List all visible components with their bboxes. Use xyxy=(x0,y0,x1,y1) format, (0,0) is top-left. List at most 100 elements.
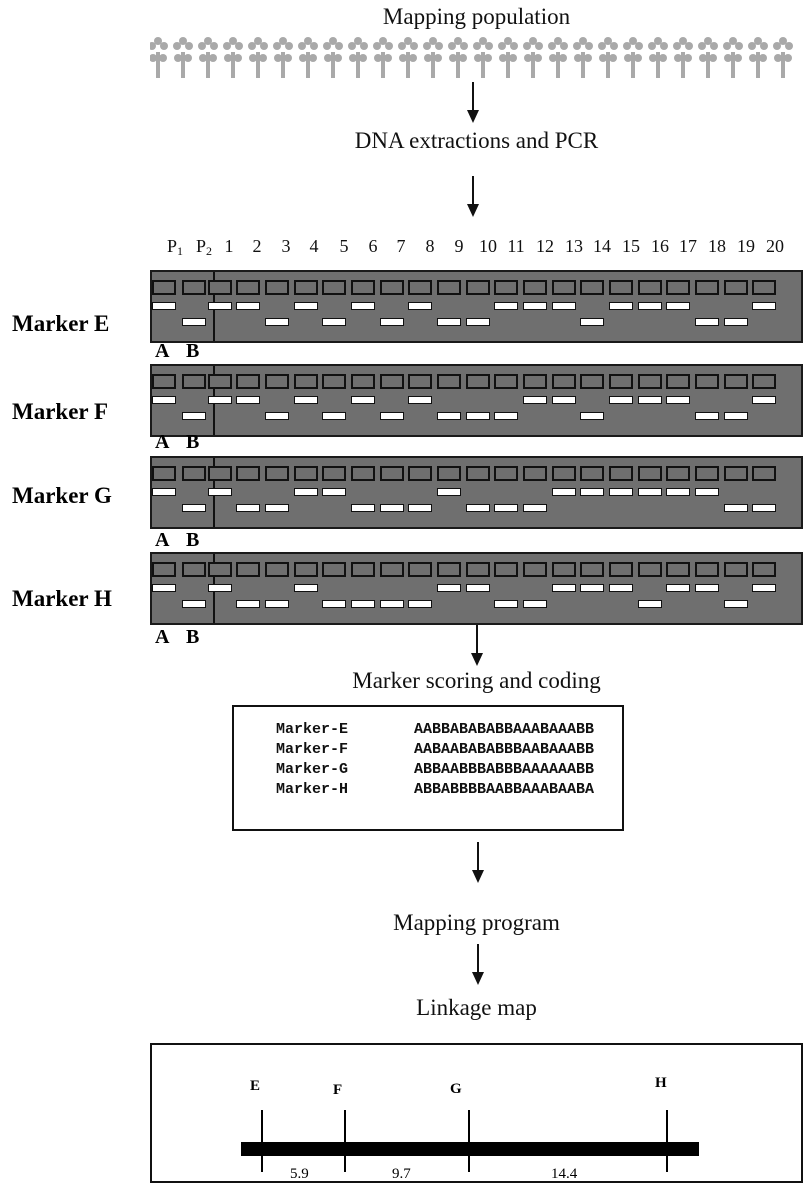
gel-well xyxy=(580,466,604,481)
marker-tick-f xyxy=(344,1110,346,1172)
gel-band xyxy=(466,318,490,326)
gel-well xyxy=(294,466,318,481)
lane-number: 3 xyxy=(281,236,291,256)
arrow-down-icon xyxy=(467,82,479,123)
gel-band xyxy=(265,600,289,608)
gel-well xyxy=(182,466,206,481)
plant-icon xyxy=(448,37,468,78)
gel-band xyxy=(724,600,748,608)
plant-icon xyxy=(523,37,543,78)
gel-band xyxy=(437,318,461,326)
plant-icon xyxy=(298,37,318,78)
plant-icon xyxy=(548,37,568,78)
gel-well xyxy=(552,374,576,389)
gel-band xyxy=(494,600,518,608)
plant-icon xyxy=(498,37,518,78)
gel-well xyxy=(182,374,206,389)
gel-band xyxy=(437,488,461,496)
step-linkage-map: Linkage map xyxy=(416,995,537,1020)
gel-band xyxy=(322,318,346,326)
gel-well xyxy=(523,562,547,577)
arrow-down-icon xyxy=(472,944,484,985)
gel-well xyxy=(609,466,633,481)
gel-marker-e xyxy=(150,270,803,343)
gel-band xyxy=(265,318,289,326)
gel-well xyxy=(437,374,461,389)
plant-icon xyxy=(198,37,218,78)
gel-well xyxy=(638,280,662,295)
gel-well xyxy=(609,374,633,389)
gel-band xyxy=(695,412,719,420)
plant-icon xyxy=(323,37,343,78)
gel-well xyxy=(294,374,318,389)
gel-band xyxy=(552,396,576,404)
gel-well xyxy=(552,562,576,577)
gel-well xyxy=(666,374,690,389)
gel-band xyxy=(466,412,490,420)
gel-well xyxy=(408,466,432,481)
gel-band xyxy=(208,302,232,310)
gel-well xyxy=(523,466,547,481)
arrow-down-icon xyxy=(467,176,479,217)
gel-well xyxy=(322,280,346,295)
gel-band xyxy=(294,302,318,310)
gel-band xyxy=(638,600,662,608)
plant-icon xyxy=(648,37,668,78)
gel-band xyxy=(552,584,576,592)
gel-well xyxy=(724,466,748,481)
gel-band xyxy=(666,584,690,592)
plant-icon xyxy=(748,37,768,78)
gel-well xyxy=(494,280,518,295)
gel-well xyxy=(494,466,518,481)
gel-band xyxy=(351,302,375,310)
marker-label-g: Marker G xyxy=(12,483,112,508)
plant-icon xyxy=(773,37,793,78)
gel-well xyxy=(351,280,375,295)
gel-band xyxy=(236,302,260,310)
parent-code-b: B xyxy=(186,626,200,648)
gel-band xyxy=(408,302,432,310)
gel-well xyxy=(609,562,633,577)
gel-well xyxy=(152,466,176,481)
gel-band xyxy=(152,302,176,310)
gel-well xyxy=(265,562,289,577)
lane-number: 4 xyxy=(309,236,319,256)
step-mapping-program: Mapping program xyxy=(393,910,560,935)
gel-band xyxy=(152,584,176,592)
gel-band xyxy=(294,584,318,592)
gel-band xyxy=(580,412,604,420)
gel-well xyxy=(152,374,176,389)
gel-band xyxy=(466,584,490,592)
gel-band xyxy=(638,396,662,404)
gel-well xyxy=(466,374,490,389)
gel-well xyxy=(380,466,404,481)
lane-number: 13 xyxy=(565,236,583,256)
linkage-map-box: E F G H 5.9 9.7 14.4 xyxy=(150,1043,803,1183)
gel-band xyxy=(638,488,662,496)
gel-band xyxy=(552,488,576,496)
gel-well xyxy=(351,562,375,577)
gel-well xyxy=(466,562,490,577)
gel-well xyxy=(638,466,662,481)
gel-well xyxy=(322,466,346,481)
gel-band xyxy=(666,488,690,496)
marker-label-g: G xyxy=(450,1081,462,1097)
gel-well xyxy=(322,562,346,577)
lane-number: 12 xyxy=(536,236,554,256)
gel-well xyxy=(408,280,432,295)
gel-band xyxy=(752,504,776,512)
gel-well xyxy=(236,280,260,295)
lane-number: 16 xyxy=(651,236,669,256)
parent-code-b: B xyxy=(186,340,200,362)
plant-population-icon xyxy=(150,37,793,78)
lane-number: 8 xyxy=(425,236,435,256)
gel-well xyxy=(437,280,461,295)
plant-icon xyxy=(273,37,293,78)
gel-band xyxy=(294,488,318,496)
gel-well xyxy=(466,280,490,295)
gel-well xyxy=(580,280,604,295)
plant-icon xyxy=(723,37,743,78)
gel-well xyxy=(152,280,176,295)
gel-band xyxy=(208,584,232,592)
